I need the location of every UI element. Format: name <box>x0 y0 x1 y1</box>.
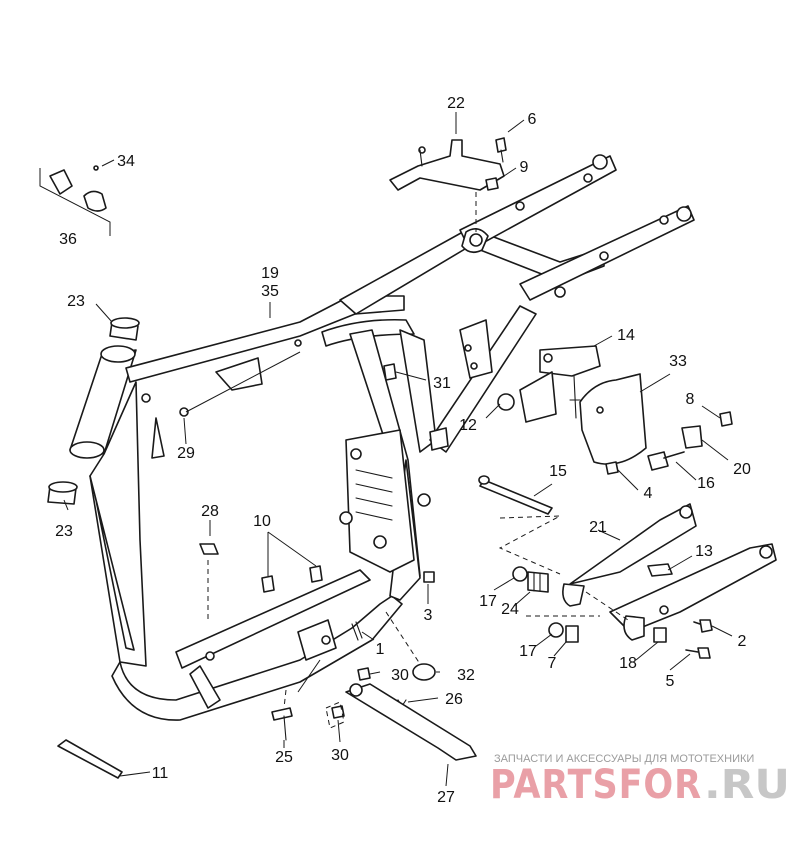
callout-10: 10 <box>253 513 271 530</box>
callout-20: 20 <box>733 461 751 478</box>
callout-13: 13 <box>695 543 713 560</box>
leader-lines <box>63 112 733 787</box>
part-31-fitting <box>383 363 397 381</box>
callout-19: 19 <box>261 265 279 282</box>
callout-14: 14 <box>617 327 635 344</box>
callout-8: 8 <box>686 391 695 408</box>
part-17-washer-a <box>512 566 528 582</box>
callout-16: 16 <box>697 475 715 492</box>
partsfor-watermark: ЗАПЧАСТИ И АКСЕССУАРЫ ДЛЯ МОТОТЕХНИКИ PA… <box>490 753 790 808</box>
part-17-washer-b <box>548 622 564 638</box>
callout-31: 31 <box>433 375 451 392</box>
main-frame <box>69 154 695 721</box>
part-20-clip <box>681 425 703 449</box>
watermark-brand: PARTSFOR <box>490 762 702 808</box>
part-14-bracket <box>519 345 601 423</box>
callout-6: 6 <box>528 111 537 128</box>
watermark-tagline: ЗАПЧАСТИ И АКСЕССУАРЫ ДЛЯ МОТОТЕХНИКИ <box>494 753 754 765</box>
callout-30-a: 30 <box>391 667 409 684</box>
part-25-bolt <box>271 707 293 721</box>
callout-3: 3 <box>424 607 433 624</box>
part-30-nut-a <box>357 667 371 681</box>
callout-28: 28 <box>201 503 219 520</box>
callout-9: 9 <box>520 159 529 176</box>
part-16-bolt <box>647 451 685 471</box>
part-29-nut <box>179 407 189 417</box>
callout-33: 33 <box>669 353 687 370</box>
part-12-bushing <box>497 393 515 411</box>
callout-25: 25 <box>275 749 293 766</box>
watermark-domain: .RU <box>704 762 790 808</box>
part-24-bushing <box>527 571 549 593</box>
part-36-lock-assembly <box>39 165 111 236</box>
part-8-nut <box>719 411 733 427</box>
part-23-bearing-cups <box>47 317 140 505</box>
callout-27: 27 <box>437 789 455 806</box>
part-22-bracket <box>389 139 505 191</box>
part-32-washer <box>412 663 436 681</box>
part-18-bushing <box>653 627 667 643</box>
callout-5: 5 <box>666 673 675 690</box>
callout-7: 7 <box>548 655 557 672</box>
part-28-pad <box>199 543 219 555</box>
callout-2: 2 <box>738 633 747 650</box>
callout-32: 32 <box>457 667 475 684</box>
part-10-clip-a <box>261 575 275 593</box>
callout-34: 34 <box>117 153 135 170</box>
part-33-cover <box>579 373 647 465</box>
part-10-clip-b <box>309 565 323 583</box>
callout-36: 36 <box>59 231 77 248</box>
part-9-nut <box>485 177 499 191</box>
part-4-screw <box>605 461 619 475</box>
part-15-pivot-shaft <box>478 475 553 515</box>
callout-labels: 22 6 9 34 36 19 35 23 14 33 31 8 29 12 2… <box>55 95 751 806</box>
callout-17-a: 17 <box>479 593 497 610</box>
part-5-bolt <box>685 647 711 659</box>
part-27-jiffy-stand <box>345 683 477 761</box>
callout-23-bottom: 23 <box>55 523 73 540</box>
callout-35: 35 <box>261 283 279 300</box>
callout-12: 12 <box>459 417 477 434</box>
part-13-pad <box>647 563 673 577</box>
part-6-screw <box>495 137 507 163</box>
part-2-bolt <box>693 619 713 633</box>
callout-18: 18 <box>619 655 637 672</box>
callout-11: 11 <box>152 765 169 782</box>
callout-15: 15 <box>549 463 567 480</box>
part-1-pin <box>351 621 363 641</box>
callout-17-b: 17 <box>519 643 537 660</box>
callout-4: 4 <box>644 485 653 502</box>
part-7-bushing <box>565 625 579 643</box>
callout-21: 21 <box>589 519 607 536</box>
callout-23-top: 23 <box>67 293 85 310</box>
callout-30-b: 30 <box>331 747 349 764</box>
part-21-swingarm <box>562 503 777 641</box>
callout-22: 22 <box>447 95 465 112</box>
callout-24: 24 <box>501 601 519 618</box>
callout-29: 29 <box>177 445 195 462</box>
callout-1: 1 <box>376 641 385 658</box>
part-3-nut <box>423 571 435 583</box>
part-30-nut-b <box>331 705 345 719</box>
callout-26: 26 <box>445 691 463 708</box>
part-11-strap <box>57 739 123 779</box>
